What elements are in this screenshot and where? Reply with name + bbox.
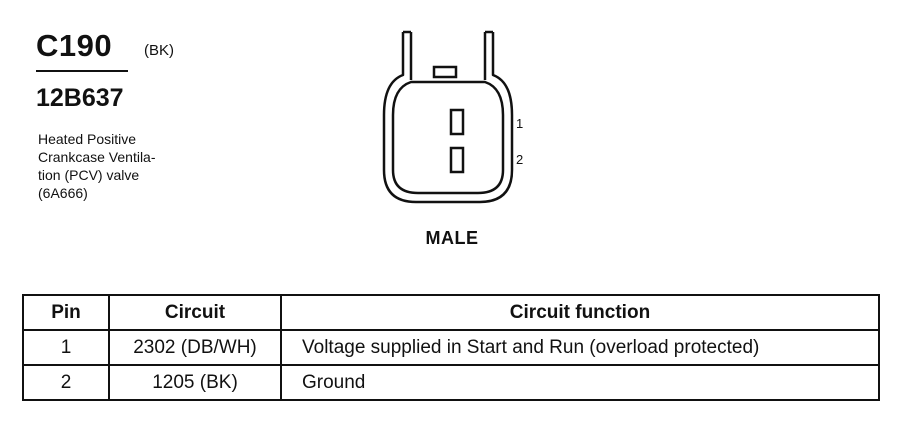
table-row: 1 2302 (DB/WH) Voltage supplied in Start… [22, 329, 880, 366]
table-header-row: Pin Circuit Circuit function [22, 294, 880, 331]
table-row: 2 1205 (BK) Ground [22, 364, 880, 401]
connector-housing-inner [391, 80, 505, 195]
connector-housing-outer [382, 32, 514, 204]
cell-pin: 1 [22, 329, 110, 366]
cell-circuit: 2302 (DB/WH) [108, 329, 282, 366]
description-line: (6A666) [38, 185, 88, 201]
column-header-function: Circuit function [280, 294, 880, 331]
terminal-pin-2 [449, 146, 465, 174]
cell-function: Ground [280, 364, 880, 401]
pinout-table: Pin Circuit Circuit function 1 2302 (DB/… [22, 294, 880, 401]
description-line: Crankcase Ventila- [38, 149, 156, 165]
connector-description: Heated Positive Crankcase Ventila- tion … [38, 130, 198, 202]
terminal-pin-1 [449, 108, 465, 136]
connector-id: C190 [36, 28, 113, 63]
pin-label: 2 [516, 152, 523, 167]
locking-tab [432, 65, 458, 79]
part-number: 12B637 [36, 84, 124, 112]
cell-function: Voltage supplied in Start and Run (overl… [280, 329, 880, 366]
connector-drawing: 1 2 [382, 30, 523, 204]
column-header-pin: Pin [22, 294, 110, 331]
pin-label: 1 [516, 116, 523, 131]
cell-pin: 2 [22, 364, 110, 401]
header-rule [36, 70, 128, 72]
connector-gender-label: MALE [425, 228, 479, 248]
column-header-circuit: Circuit [108, 294, 282, 331]
description-line: tion (PCV) valve [38, 167, 140, 183]
cell-circuit: 1205 (BK) [108, 364, 282, 401]
description-line: Heated Positive [38, 131, 137, 147]
connector-color: (BK) [144, 42, 174, 59]
